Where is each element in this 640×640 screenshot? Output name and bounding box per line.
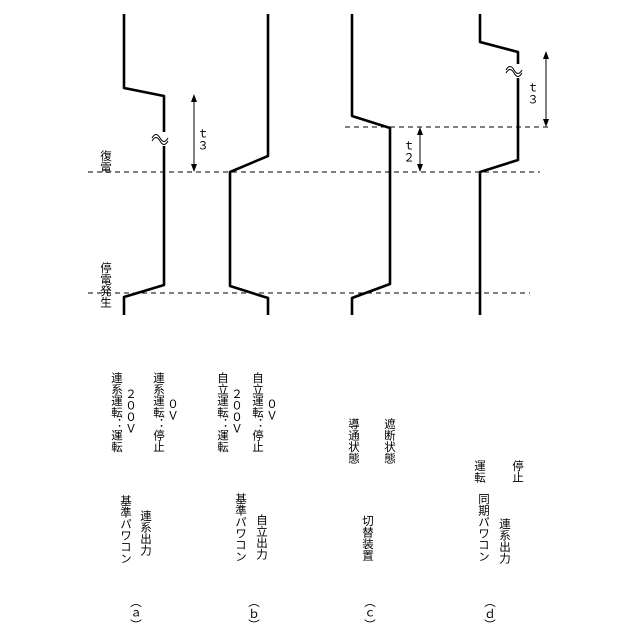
t3-arrow-a-head-top — [191, 94, 197, 102]
t3-arrow-d-head-top — [543, 51, 549, 59]
waveform-c — [352, 14, 390, 315]
waveform-b — [230, 14, 268, 315]
panel-a-state-high-2: ２００Ｖ — [124, 388, 138, 434]
panel-d-state-low: 停止 — [511, 459, 525, 483]
t3-arrow-d-head-bottom — [543, 119, 549, 127]
panel-b-state-high-2: ２００Ｖ — [230, 388, 244, 434]
panel-c-state-high: 導通状態 — [347, 417, 361, 464]
panel-d-name-1: 同期パワコン — [477, 493, 491, 562]
panel-a-state-low-2: ０Ｖ — [166, 398, 180, 421]
waveform-d-lower — [480, 78, 518, 315]
waveform-d-upper — [480, 14, 518, 64]
panel-a-state-low-1: 連系運転：停止 — [152, 371, 166, 452]
panel-a-label: （ａ） — [129, 596, 143, 631]
panel-b-state-low-2: ０Ｖ — [265, 398, 279, 421]
t3-label-a: ｔ３ — [196, 128, 210, 151]
panel-a-name-2: 連系出力 — [139, 509, 153, 557]
t3-label-d: ｔ３ — [526, 82, 540, 105]
panel-d-state-high: 運転 — [473, 460, 487, 484]
recovery-label: 復電 — [99, 149, 113, 173]
t3-arrow-a-head-bottom — [191, 164, 197, 172]
panel-d-label: （ｄ） — [483, 596, 497, 631]
panel-c-state-low: 遮断状態 — [383, 417, 397, 464]
panel-b-label: （ｂ） — [247, 596, 261, 631]
panel-b-state-high-1: 自立運転：運転 — [216, 372, 230, 453]
outage-label: 停電発生 — [99, 261, 113, 308]
t2-label: ｔ２ — [402, 140, 416, 163]
panel-a-state-high-1: 連系運転：運転 — [110, 371, 124, 453]
t2-arrow-head-bottom — [417, 164, 423, 172]
panel-c-label: （ｃ） — [363, 596, 377, 631]
panel-b-state-low-1: 自立運転：停止 — [251, 372, 265, 453]
t2-arrow-head-top — [417, 127, 423, 135]
panel-b-name-2: 自立出力 — [255, 514, 269, 561]
panel-a-name-1: 基準パワコン — [119, 495, 133, 564]
waveform-a-lower — [124, 146, 164, 315]
waveform-a-upper — [124, 14, 164, 132]
panel-b-name-1: 基準パワコン — [234, 493, 248, 562]
panel-d-name-2: 連系出力 — [498, 517, 512, 565]
panel-c-name: 切替装置 — [361, 515, 375, 561]
